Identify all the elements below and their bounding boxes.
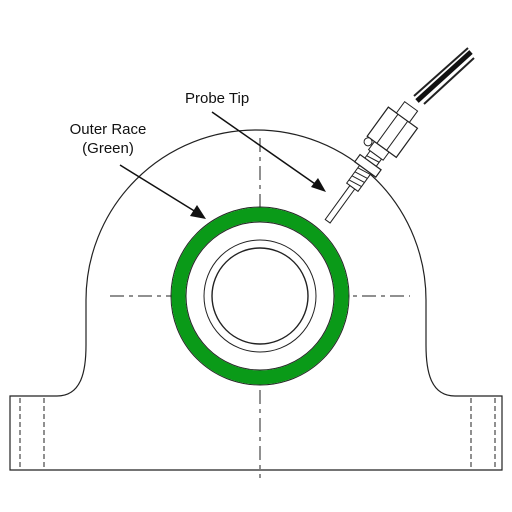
probe-tip-leader <box>211 111 326 192</box>
shaft-bore <box>211 247 309 345</box>
outer-race-label: Outer Race <box>70 121 147 138</box>
outer-race-leader <box>119 164 206 219</box>
left-bolt-hole <box>19 398 45 468</box>
vibration-probe <box>324 100 419 224</box>
probe-cable-exit <box>395 100 419 124</box>
right-bolt-hole <box>470 398 496 468</box>
outer-race-sublabel: (Green) <box>82 140 134 157</box>
probe-jam-nut <box>353 153 382 178</box>
probe-cable <box>413 47 475 105</box>
probe-lock-tab <box>363 137 373 147</box>
inner-race <box>203 239 317 353</box>
probe-tip-label: Probe Tip <box>185 90 249 107</box>
outer-race <box>170 206 350 386</box>
